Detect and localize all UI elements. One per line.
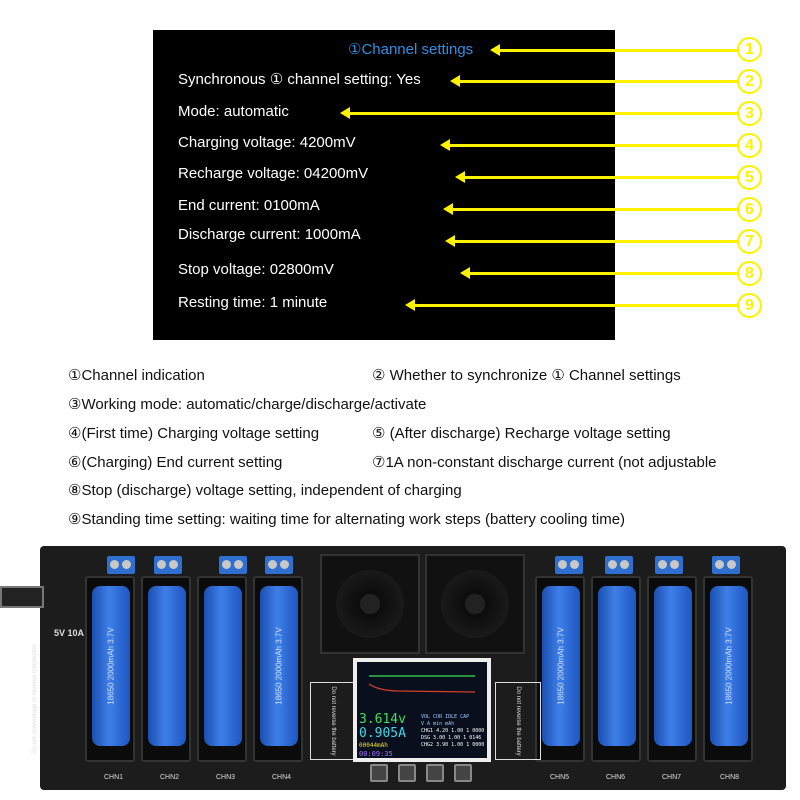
battery-slot-4: 18650 2000mAh 3.7V xyxy=(253,576,303,762)
battery-slot-2 xyxy=(141,576,191,762)
power-warning: Do not overvoltage or reverse connection xyxy=(31,644,38,754)
terminal xyxy=(555,556,583,574)
arrow-6 xyxy=(443,203,738,215)
arrow-7 xyxy=(445,235,738,247)
terminal xyxy=(107,556,135,574)
legend-1: ①Channel indication xyxy=(68,367,205,384)
arrow-8 xyxy=(460,267,738,279)
channel-label-6: CHN6 xyxy=(606,774,626,781)
legend-2: ② Whether to synchronize ① Channel setti… xyxy=(372,367,681,384)
channel-label-5: CHN5 xyxy=(550,774,570,781)
legend-8: ⑧Stop (discharge) voltage setting, indep… xyxy=(68,482,462,499)
power-jack xyxy=(0,586,44,608)
legend-3: ③Working mode: automatic/charge/discharg… xyxy=(68,396,427,413)
arrow-9 xyxy=(405,299,738,311)
battery: 18650 2000mAh 3.7V xyxy=(92,586,130,746)
terminal xyxy=(154,556,182,574)
marker-2: 2 xyxy=(737,69,762,94)
terminal xyxy=(712,556,740,574)
arrow-1 xyxy=(490,44,738,56)
marker-9: 9 xyxy=(737,293,762,318)
channel-label-7: CHN7 xyxy=(662,774,682,781)
marker-1: 1 xyxy=(737,37,762,62)
terminal xyxy=(265,556,293,574)
battery xyxy=(654,586,692,746)
legend-9: ⑨Standing time setting: waiting time for… xyxy=(68,511,626,528)
marker-4: 4 xyxy=(737,133,762,158)
marker-7: 7 xyxy=(737,229,762,254)
channel-label-8: CHN8 xyxy=(720,774,740,781)
channel-settings-panel: ①Channel settings Synchronous ① channel … xyxy=(153,30,762,340)
battery: 18650 2000mAh 3.7V xyxy=(542,586,580,746)
marker-3: 3 xyxy=(737,101,762,126)
battery-slot-1: 18650 2000mAh 3.7V xyxy=(85,576,135,762)
marker-5: 5 xyxy=(737,165,762,190)
arrow-4 xyxy=(440,139,738,151)
terminal xyxy=(605,556,633,574)
arrow-5 xyxy=(455,171,738,183)
power-rating: 5V 10A xyxy=(54,628,85,638)
lcd-current: 0.905A xyxy=(359,726,406,741)
battery-warning-left: Do not reverse the battery xyxy=(310,682,356,760)
battery-slot-3 xyxy=(197,576,247,762)
arrow-3 xyxy=(340,107,738,119)
charger-board: 5V 10A Do not overvoltage or reverse con… xyxy=(0,546,786,790)
marker-6: 6 xyxy=(737,197,762,222)
channel-label-2: CHN2 xyxy=(160,774,180,781)
lcd-voltage: 3.614v xyxy=(359,712,406,727)
sync-setting: Synchronous ① channel setting: Yes xyxy=(178,71,421,88)
terminal xyxy=(219,556,247,574)
resting-time: Resting time: 1 minute xyxy=(178,294,328,311)
discharge-current: Discharge current: 1000mA xyxy=(178,226,361,243)
lcd-capacity: 00044mAh xyxy=(359,742,388,749)
channel-label-4: CHN4 xyxy=(272,774,292,781)
channel-label-3: CHN3 xyxy=(216,774,236,781)
board-button-4[interactable] xyxy=(454,764,472,782)
battery-slot-8: 18650 2000mAh 3.7V xyxy=(703,576,753,762)
battery xyxy=(598,586,636,746)
battery: 18650 2000mAh 3.7V xyxy=(260,586,298,746)
battery-warning-right: Do not reverse the battery xyxy=(495,682,541,760)
battery-slot-5: 18650 2000mAh 3.7V xyxy=(535,576,585,762)
marker-8: 8 xyxy=(737,261,762,286)
lcd-screen: 3.614v 0.905A 00044mAh 00:09:35 VOL CUR … xyxy=(353,658,491,762)
stop-voltage: Stop voltage: 02800mV xyxy=(178,261,334,278)
board-button-3[interactable] xyxy=(426,764,444,782)
channel-label-1: CHN1 xyxy=(104,774,124,781)
lcd-time: 00:09:35 xyxy=(359,750,393,758)
lcd-graph xyxy=(368,675,476,693)
legend-6: ⑥(Charging) End current setting xyxy=(68,454,283,471)
battery xyxy=(148,586,186,746)
panel-title: ①Channel settings xyxy=(348,41,474,58)
board-button-2[interactable] xyxy=(398,764,416,782)
lcd-table: VOL CUR IDLE CAP V A min mAh CHG1 4.20 1… xyxy=(421,714,485,748)
legend-7: ⑦1A non-constant discharge current (not … xyxy=(372,454,717,471)
board-button-1[interactable] xyxy=(370,764,388,782)
legend-5: ⑤ (After discharge) Recharge voltage set… xyxy=(372,425,671,442)
end-current: End current: 0100mA xyxy=(178,197,320,214)
battery xyxy=(204,586,242,746)
legend-4: ④(First time) Charging voltage setting xyxy=(68,425,320,442)
battery: 18650 2000mAh 3.7V xyxy=(710,586,748,746)
cooling-fan-right-icon xyxy=(425,554,525,654)
battery-slot-7 xyxy=(647,576,697,762)
charging-voltage: Charging voltage: 4200mV xyxy=(178,134,356,151)
battery-slot-6 xyxy=(591,576,641,762)
mode-setting: Mode: automatic xyxy=(178,103,289,120)
terminal xyxy=(655,556,683,574)
recharge-voltage: Recharge voltage: 04200mV xyxy=(178,165,369,182)
cooling-fan-left-icon xyxy=(320,554,420,654)
arrow-2 xyxy=(450,75,738,87)
